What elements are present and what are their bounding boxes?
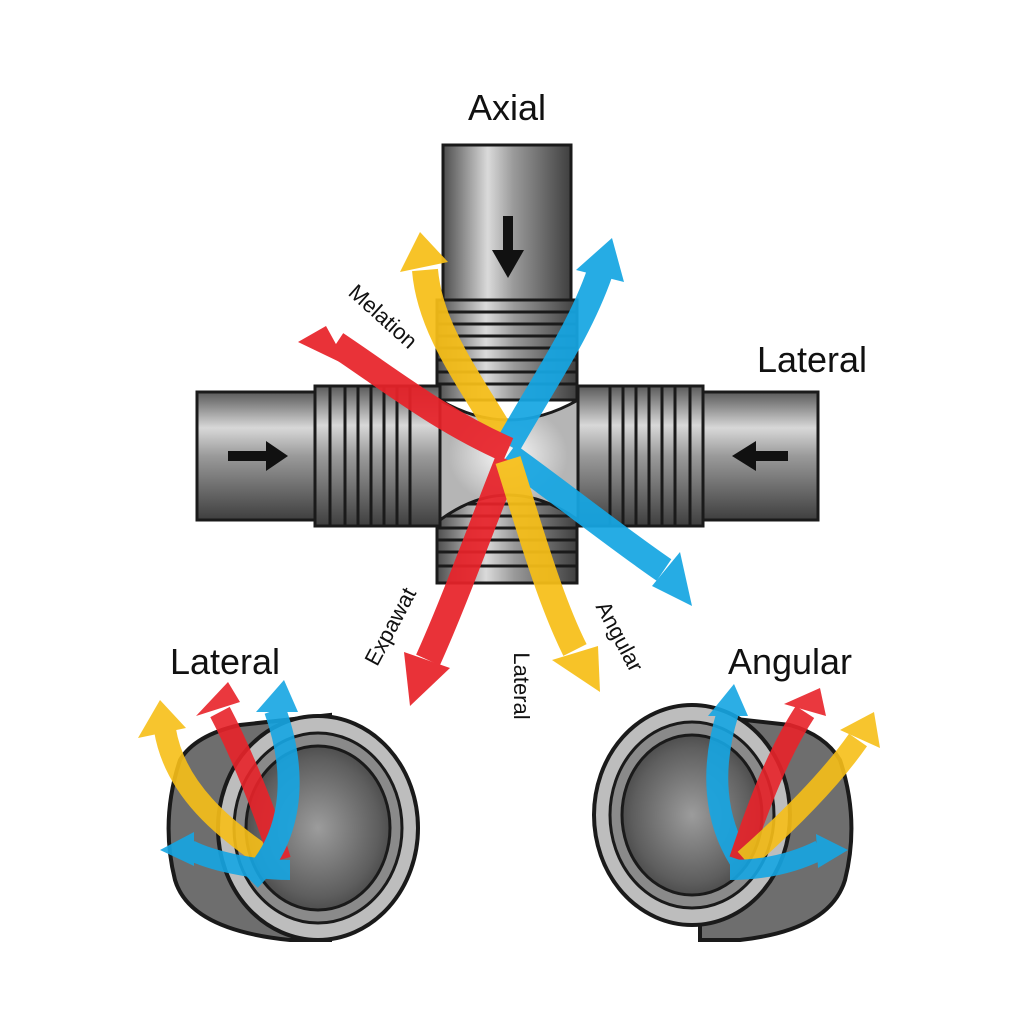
- label-lateral-bottom-left: Lateral: [170, 641, 280, 682]
- lateral-cylinder: [138, 680, 420, 942]
- central-movement-arrows: [298, 232, 692, 706]
- angular-cylinder: [592, 684, 880, 942]
- arrow-left-icon: [732, 441, 788, 471]
- label-angular-diagonal: Angular: [591, 597, 649, 676]
- lateral-cylinder-arrows: [138, 680, 300, 888]
- central-cross-joint: [195, 143, 820, 585]
- label-lateral-right: Lateral: [757, 339, 867, 380]
- arrow-down-icon: [492, 216, 524, 278]
- label-lateral-vertical: Lateral: [509, 652, 534, 719]
- label-axial: Axial: [468, 87, 546, 128]
- right-bellows: [576, 384, 705, 528]
- yellow-arrow-down: [495, 456, 587, 656]
- blue-arrow-up: [496, 267, 613, 452]
- blue-arrow-down: [500, 444, 672, 581]
- right-pipe: [688, 390, 820, 522]
- yellow-arrow-up: [412, 268, 520, 452]
- arrow-right-icon: [228, 441, 288, 471]
- red-arrow-down: [416, 455, 521, 666]
- angular-cylinder-arrows: [706, 684, 880, 880]
- red-arrow-left: [328, 333, 514, 462]
- label-angular-bottom-right: Angular: [728, 641, 852, 682]
